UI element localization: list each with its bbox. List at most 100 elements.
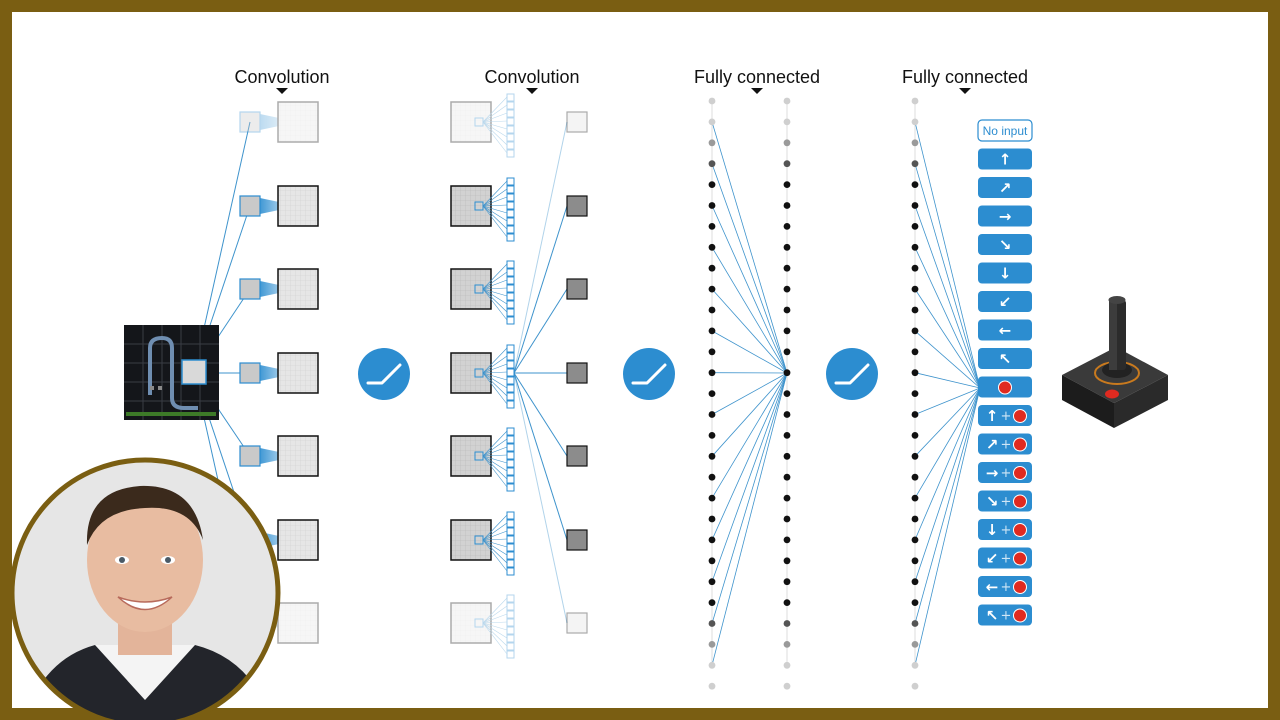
- kernel-line: [482, 104, 508, 123]
- layer-header: Convolution: [484, 67, 579, 87]
- neuron-dot: [708, 202, 716, 209]
- neuron-dot: [911, 348, 919, 356]
- output-unit: [566, 445, 588, 467]
- kernel-line: [482, 288, 508, 305]
- kernel-line: [482, 372, 508, 381]
- neuron-dot: [708, 160, 716, 168]
- kernel-line: [482, 371, 508, 374]
- kernel-cell: [506, 217, 515, 226]
- conv1-filter: [239, 352, 319, 394]
- header-pointer: [526, 88, 538, 94]
- neuron-dot: [783, 473, 791, 481]
- kernel-cell: [506, 93, 515, 102]
- action-button: ↘: [978, 234, 1032, 255]
- layer-header: Fully connected: [694, 67, 820, 87]
- neuron-dot: [911, 139, 919, 147]
- fc-line: [711, 372, 788, 499]
- feature-map: [277, 602, 319, 644]
- neuron-dot: [708, 181, 716, 189]
- feature-map: [450, 602, 492, 644]
- neuron-dot: [911, 264, 919, 272]
- kernel-cell: [506, 634, 515, 643]
- kernel-line: [482, 288, 508, 297]
- feature-map: [277, 519, 319, 561]
- action-button: ↘+: [978, 490, 1032, 512]
- neuron-dot: [911, 641, 919, 648]
- fire-button-icon: [1013, 608, 1027, 623]
- kernel-cell: [506, 535, 515, 544]
- fire-button-icon: [1013, 437, 1027, 452]
- conv2-filter: [450, 344, 588, 409]
- kernel-line: [482, 96, 508, 123]
- neuron-dot: [783, 327, 791, 335]
- kernel-line: [482, 121, 508, 154]
- neuron-dot: [708, 620, 716, 627]
- neuron-dot: [708, 641, 716, 648]
- connection-line: [513, 372, 568, 624]
- conv1-filter: [239, 185, 319, 227]
- up-right-arrow-icon: ↗: [999, 179, 1012, 197]
- joystick-icon: [1062, 296, 1168, 428]
- kernel-marker: [474, 117, 484, 127]
- connection-line: [513, 121, 568, 374]
- kernel-cell: [506, 233, 515, 242]
- feature-map: [277, 185, 319, 227]
- neuron-dot: [708, 285, 716, 293]
- neuron-dot: [911, 223, 919, 230]
- action-button: ↗+: [978, 433, 1032, 455]
- neuron-dot: [783, 452, 791, 460]
- kernel-cell: [506, 511, 515, 520]
- kernel-cell: [506, 543, 515, 552]
- action-button: ←+: [978, 576, 1032, 597]
- neuron-dot: [911, 160, 919, 168]
- right-arrow-icon: →: [986, 464, 999, 482]
- kernel-cell: [506, 467, 515, 476]
- feature-map: [277, 268, 319, 310]
- kernel-cell: [506, 344, 515, 353]
- action-button: ↓+: [978, 519, 1032, 540]
- kernel-line: [482, 454, 508, 457]
- kernel-line: [482, 455, 508, 488]
- kernel-line: [482, 205, 508, 214]
- output-unit: [566, 195, 588, 217]
- kernel-cell: [506, 292, 515, 301]
- output-unit: [566, 278, 588, 300]
- kernel-cell: [506, 451, 515, 460]
- kernel-line: [482, 455, 508, 464]
- conv2-filter: [450, 427, 588, 492]
- fc-line: [914, 387, 981, 582]
- kernel-cell: [506, 650, 515, 659]
- fc-line: [711, 247, 788, 374]
- neuron-dot: [708, 243, 716, 251]
- neuron-dot: [708, 327, 716, 335]
- kernel-line: [482, 121, 508, 130]
- action-button: ↖: [978, 348, 1032, 369]
- action-button: ↗: [978, 177, 1032, 198]
- kernel-cell: [506, 475, 515, 484]
- neuron-dot: [911, 411, 919, 418]
- kernel-cell: [506, 352, 515, 361]
- kernel-cell: [506, 594, 515, 603]
- kernel-cell: [506, 260, 515, 269]
- fire-button-icon: [1013, 551, 1027, 566]
- neuron-dot: [911, 494, 919, 502]
- kernel-cell: [506, 443, 515, 452]
- kernel-cell: [506, 519, 515, 528]
- kernel-line: [482, 372, 508, 397]
- neuron-dot: [783, 181, 791, 189]
- kernel-line: [482, 621, 508, 624]
- neuron-dot: [783, 515, 791, 523]
- down-right-arrow-icon: ↘: [999, 236, 1012, 254]
- neuron-dot: [783, 306, 791, 314]
- neuron-dot: [708, 452, 716, 460]
- neuron-dot: [783, 97, 791, 105]
- kernel-cell: [506, 316, 515, 325]
- kernel-cell: [506, 185, 515, 194]
- neuron-dot: [911, 536, 919, 544]
- kernel-cell: [506, 284, 515, 293]
- conv2-filter: [450, 511, 588, 576]
- down-left-arrow-icon: ↙: [999, 293, 1012, 311]
- kernel-cell: [506, 400, 515, 409]
- fc-line: [711, 163, 788, 374]
- kernel-cell: [506, 376, 515, 385]
